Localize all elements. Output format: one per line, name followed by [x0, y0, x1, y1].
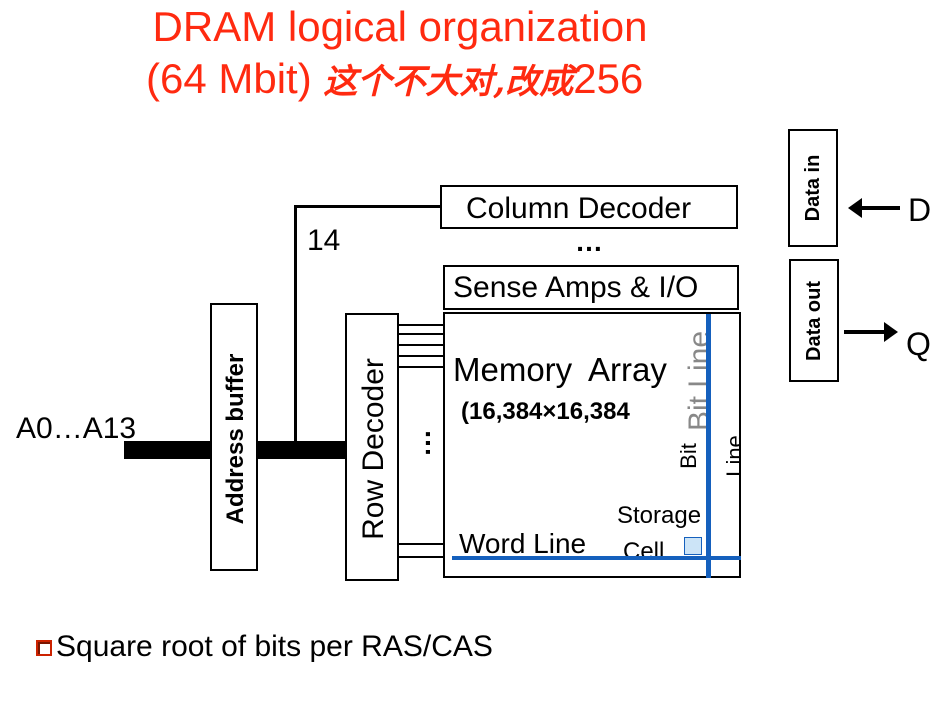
address-bus-in [124, 441, 210, 459]
address-bus-out [258, 441, 346, 459]
q-label: Q [906, 326, 931, 362]
row-line-3 [399, 344, 443, 346]
row-line-5 [399, 366, 443, 368]
bit-line-small-label-b: Line [722, 435, 741, 477]
data-in-arrow-shaft [858, 206, 900, 210]
data-in-arrow-head [848, 198, 862, 218]
title-line-2-prefix: (64 Mbit) [146, 55, 324, 102]
memory-array-box: Memory Array (16,384×16,384 Bit Line Bit… [443, 312, 741, 578]
title-line-2-suffix: 256 [573, 55, 644, 102]
memory-array-label-b: Array [588, 351, 667, 388]
row-decoder-label: Row Decoder [357, 358, 390, 540]
footer-bullet: Square root of bits per RAS/CAS [36, 630, 493, 664]
data-in-label: Data in [802, 154, 824, 222]
address-buffer-label: Address buffer [222, 353, 249, 525]
data-in-box: Data in [788, 129, 838, 247]
data-out-box: Data out [789, 259, 839, 382]
column-decoder-box: Column Decoder [440, 185, 738, 229]
data-out-arrow-head [884, 322, 898, 342]
storage-cell [684, 537, 702, 555]
memory-array-label-a: Memory [453, 351, 573, 388]
storage-label: Storage [617, 502, 702, 529]
row-line-2 [399, 333, 443, 335]
cell-label: Cell [623, 538, 665, 565]
title-line-1: DRAM logical organization [152, 3, 648, 50]
row-line-4 [399, 355, 443, 357]
title-line-2-chinese: 这个不大对,改成 [323, 62, 574, 102]
bus-width-label: 14 [307, 224, 341, 257]
word-line [452, 556, 741, 560]
row-line-7 [399, 556, 443, 558]
column-address-line-horizontal [294, 205, 442, 208]
bullet-icon [36, 640, 52, 657]
word-line-label: Word Line [459, 528, 587, 559]
d-label: D [908, 192, 932, 228]
row-dots: … [405, 429, 436, 457]
title-line-2: (64 Mbit) 这个不大对,改成256 [146, 55, 644, 102]
sense-amps-box: Sense Amps & I/O [443, 265, 739, 310]
bit-line-large-label: Bit Line [683, 330, 716, 432]
column-decoder-label: Column Decoder [466, 192, 692, 225]
footer-text: Square root of bits per RAS/CAS [56, 630, 493, 663]
bit-line-small-label-a: Bit [676, 443, 701, 469]
sense-amps-label-b: Amps & I/O [545, 271, 699, 304]
row-line-1 [399, 324, 443, 326]
data-out-label: Data out [803, 281, 825, 361]
address-buffer-box: Address buffer [210, 303, 258, 571]
row-line-6 [399, 543, 443, 545]
row-decoder-box: Row Decoder [345, 313, 399, 581]
column-address-line-vertical [294, 205, 297, 445]
array-size-label: (16,384×16,384 [461, 398, 630, 425]
bit-line [706, 314, 711, 578]
address-input-label: A0…A13 [16, 412, 137, 445]
data-out-arrow-shaft [844, 330, 888, 334]
sense-amps-label-a: Sense [453, 271, 539, 304]
column-dots: … [575, 226, 603, 257]
